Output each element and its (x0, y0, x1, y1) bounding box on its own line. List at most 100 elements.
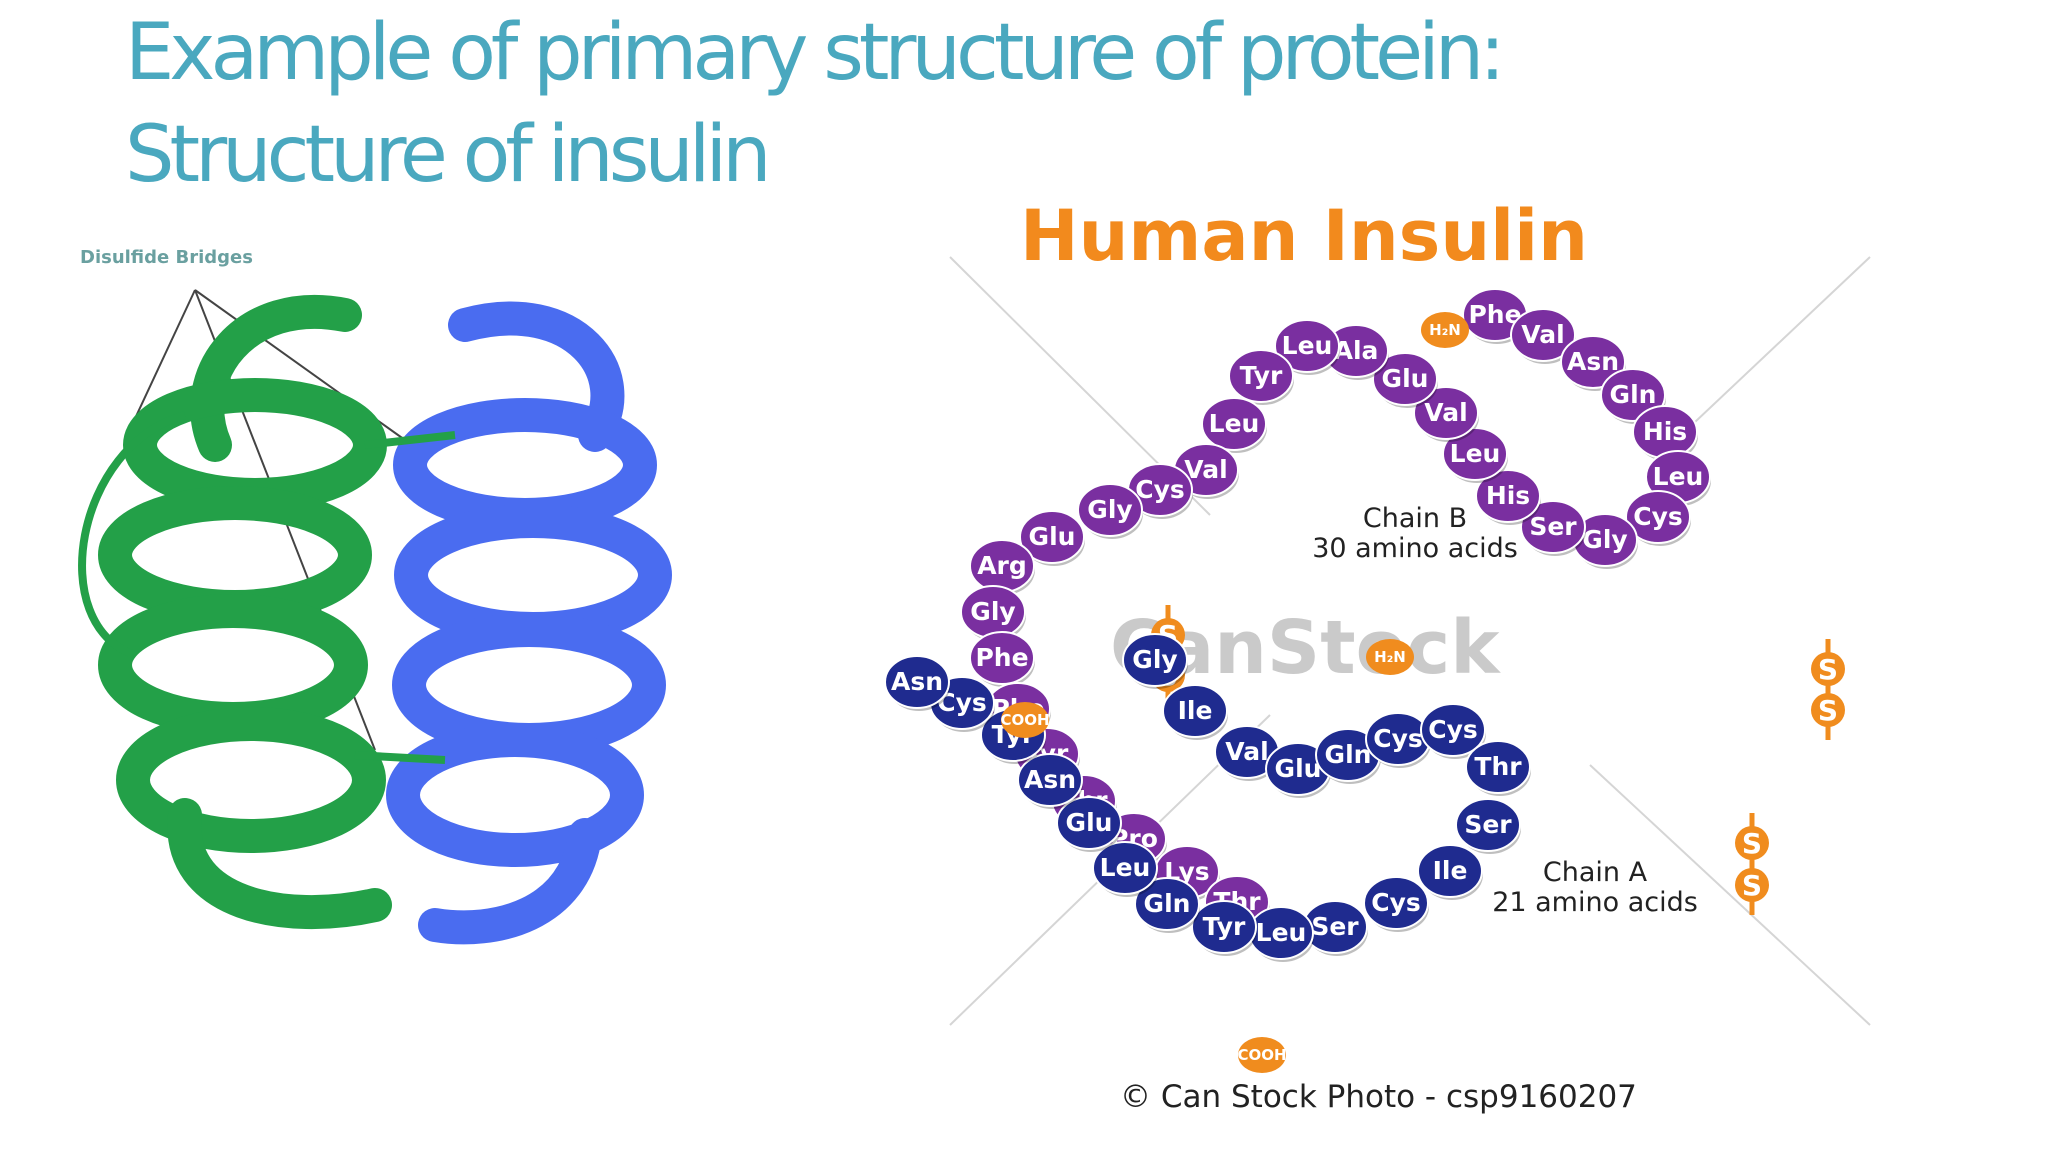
chain-a-residue-9-label: Ser (1464, 810, 1512, 839)
chain-a-label-line-1: Chain A (1543, 857, 1648, 888)
slide-title-line-1: Example of primary structure of protein: (125, 8, 1506, 98)
bridge-2-s2: S (1818, 694, 1838, 727)
chain-a-residue-10: Ile (1417, 844, 1483, 900)
chain-b-residue-22-label: Arg (977, 551, 1027, 580)
chain-a-residue-1-label: Gly (1132, 645, 1177, 674)
chain-b-residue-21-label: Glu (1029, 522, 1076, 551)
chain-b-residue-12-label: Val (1424, 398, 1467, 427)
chain-a-residue-1: Gly (1122, 633, 1188, 689)
slide-title: Example of primary structure of protein:… (125, 2, 2005, 206)
chain-b-residue-10-label: His (1486, 481, 1530, 510)
chain-a-residue-6-label: Cys (1373, 724, 1423, 753)
chain-a-residue-11: Cys (1363, 876, 1429, 932)
bridge-lines (78, 411, 456, 764)
chain-b-residue-4: Gln (1600, 368, 1666, 424)
chain-b-residue-7-label: Cys (1633, 502, 1683, 531)
photo-credit: © Can Stock Photo - csp9160207 (1120, 1079, 1637, 1115)
green-helix (98, 294, 392, 930)
chain-a-residue-15-label: Gln (1144, 889, 1191, 918)
bridge-3-s1: S (1742, 827, 1762, 860)
bridge-3-s2: S (1742, 869, 1762, 902)
chain-b-residue-20-label: Gly (1087, 495, 1132, 524)
slide-title-line-2: Structure of insulin (125, 110, 772, 200)
chain-b-residue-5: His (1632, 405, 1698, 461)
chain-b-residue-10: His (1475, 469, 1541, 525)
helix-diagram: Disulfide Bridges (78, 247, 672, 945)
chain-b-residue-17-label: Leu (1209, 409, 1260, 438)
chain-a-label-line-2: 21 amino acids (1492, 887, 1698, 918)
chain-b-residue-15-label: Leu (1282, 331, 1333, 360)
chain-b-residue-11: Leu (1442, 427, 1508, 483)
chain-b-residue-23-label: Gly (970, 597, 1015, 626)
chain-b-residue-20: Gly (1077, 483, 1143, 539)
chain-a-residue-2-label: Ile (1178, 696, 1213, 725)
chain-a-residue-3-label: Val (1225, 737, 1268, 766)
bridge-3: SS (1735, 813, 1769, 915)
chain-b-residue-21: Glu (1019, 510, 1085, 566)
bridge-2: SS (1811, 639, 1845, 740)
chain-b-residue-16-label: Tyr (1240, 361, 1283, 390)
chain-b-residue-19: Cys (1127, 463, 1193, 519)
chain-a-residue-18: Asn (1017, 753, 1083, 809)
chain-a-residue-21: Asn (884, 655, 950, 711)
chain-b-residue-24: Phe (969, 631, 1035, 687)
chain-b-residue-6-label: Leu (1653, 462, 1704, 491)
chain-a-n-terminus: H₂N (1366, 639, 1414, 675)
human-insulin-diagram: Human Insulin CanStock Chain B 30 amino … (884, 195, 1871, 1115)
chain-a-residue-12: Ser (1302, 900, 1368, 956)
chain-b-residue-15: Leu (1274, 319, 1340, 375)
chain-a-residue-17-label: Glu (1066, 808, 1113, 837)
chain-a-residue-2: Ile (1162, 684, 1228, 740)
chain-a-residue-15: Gln (1134, 877, 1200, 933)
chain-b-residue-7: Cys (1625, 490, 1691, 546)
chain-a-residue-5: Gln (1315, 728, 1381, 784)
chain-a-residue-16: Leu (1092, 841, 1158, 897)
chain-a-residue-3: Val (1214, 725, 1280, 781)
bridge-2-s1: S (1818, 653, 1838, 686)
chain-b-residue-14-label: Ala (1334, 336, 1379, 365)
chain-a-residue-14: Tyr (1191, 900, 1257, 956)
chain-a-residue-11-label: Cys (1371, 888, 1421, 917)
chain-a-residue-6: Cys (1365, 712, 1431, 768)
chain-a-residue-10-label: Ile (1433, 856, 1468, 885)
chain-b-label-line-1: Chain B (1363, 503, 1467, 534)
chain-a-residue-13-label: Leu (1256, 918, 1307, 947)
chain-b-residue-8-label: Gly (1582, 525, 1627, 554)
chain-b-residue-9-label: Ser (1529, 512, 1577, 541)
chain-b-residue-2: Val (1510, 308, 1576, 364)
disulfide-bridges-label: Disulfide Bridges (80, 247, 253, 268)
chain-a-residue-17: Glu (1056, 796, 1122, 852)
blue-helix (386, 301, 672, 945)
chain-b-residue-22: Arg (969, 539, 1035, 595)
chain-b-label-line-2: 30 amino acids (1312, 533, 1518, 564)
chain-b-residue-5-label: His (1643, 417, 1687, 446)
chain-b-residue-3-label: Asn (1567, 347, 1619, 376)
chain-a-residue-18-label: Asn (1024, 765, 1076, 794)
chain-b-residue-14: Ala (1323, 324, 1389, 380)
termini: H₂N COOH H₂N COOH (1000, 312, 1469, 1073)
chain-b-residue-24-label: Phe (975, 643, 1028, 672)
chain-a-residue-16-label: Leu (1100, 853, 1151, 882)
chain-b-c-terminus: COOH (1237, 1037, 1287, 1073)
chain-a-residue-7-label: Cys (1428, 715, 1478, 744)
chain-b-residue-4-label: Gln (1610, 380, 1657, 409)
chain-a-c-terminus-label: COOH (1000, 711, 1049, 729)
chain-a-c-terminus: COOH (1000, 702, 1050, 738)
chain-b-n-terminus: H₂N (1421, 312, 1469, 348)
chain-a-residue-13: Leu (1248, 906, 1314, 962)
chain-a-residue-21-label: Asn (891, 667, 943, 696)
chain-b-residue-23: Gly (960, 585, 1026, 641)
chain-b-residue-19-label: Cys (1135, 475, 1185, 504)
chain-b-n-terminus-label: H₂N (1429, 321, 1461, 339)
chain-b-residue-11-label: Leu (1450, 439, 1501, 468)
chain-b-residue-9: Ser (1520, 500, 1586, 556)
chain-b-residue-8: Gly (1572, 513, 1638, 569)
chain-b-residue-16: Tyr (1228, 349, 1294, 405)
chain-a-residue-14-label: Tyr (1203, 912, 1246, 941)
chain-a-n-terminus-label: H₂N (1374, 648, 1406, 666)
chain-b-residue-13-label: Glu (1382, 364, 1429, 393)
chain-a-residue-9: Ser (1455, 798, 1521, 854)
chain-a-residue-4: Glu (1265, 742, 1331, 798)
chain-b-residue-2-label: Val (1521, 320, 1564, 349)
